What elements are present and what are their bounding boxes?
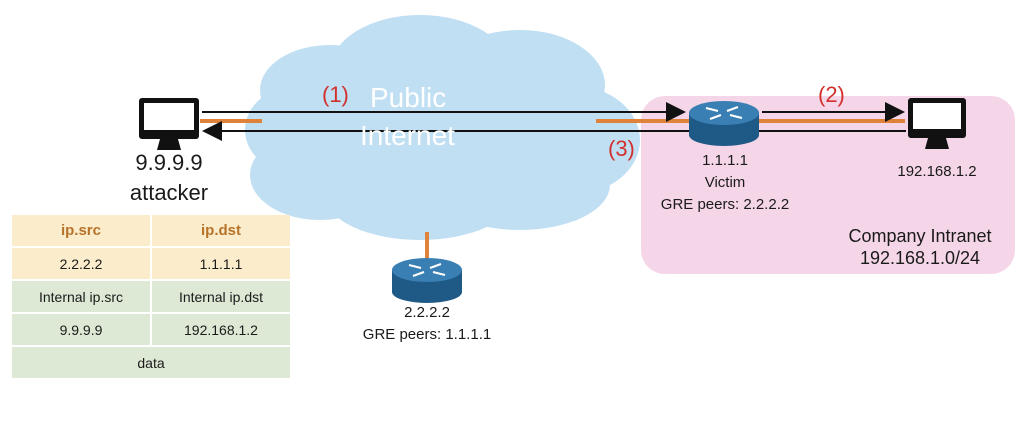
inner-dst-header: Internal ip.dst <box>151 281 290 312</box>
outer-src-value: 2.2.2.2 <box>12 248 150 279</box>
internal-host-ip: 192.168.1.2 <box>897 163 977 180</box>
inner-src-value: 9.9.9.9 <box>12 314 150 345</box>
victim-ip: 1.1.1.1 <box>702 152 748 169</box>
packet-structure-table: ip.src ip.dst 2.2.2.2 1.1.1.1 Internal i… <box>10 213 292 380</box>
victim-role: Victim <box>704 174 746 191</box>
internal-host-computer-icon <box>908 98 966 149</box>
intranet-subnet: 192.168.1.0/24 <box>859 248 981 268</box>
victim-router-icon <box>689 101 759 146</box>
step-3-label: (3) <box>608 136 635 161</box>
inner-values-row: 9.9.9.9 192.168.1.2 <box>12 314 290 345</box>
flow-arrows <box>202 102 906 141</box>
inner-header-row: Internal ip.src Internal ip.dst <box>12 281 290 312</box>
payload-row: data <box>12 347 290 378</box>
intranet-name: Company Intranet <box>848 226 992 246</box>
step-2-label: (2) <box>818 82 845 107</box>
payload-cell: data <box>12 347 290 378</box>
peer-router-gre-peers: GRE peers: 1.1.1.1 <box>362 326 492 343</box>
inner-src-header: Internal ip.src <box>12 281 150 312</box>
outer-header-row: ip.src ip.dst <box>12 215 290 246</box>
peer-router-ip: 2.2.2.2 <box>404 304 450 321</box>
attacker-computer-icon <box>139 98 199 150</box>
step-1-label: (1) <box>322 82 349 107</box>
attacker-ip: 9.9.9.9 <box>135 150 203 175</box>
cloud-label-line2: Internet <box>360 120 455 151</box>
outer-values-row: 2.2.2.2 1.1.1.1 <box>12 248 290 279</box>
outer-src-header: ip.src <box>12 215 150 246</box>
victim-gre-peers: GRE peers: 2.2.2.2 <box>660 196 790 213</box>
inner-dst-value: 192.168.1.2 <box>151 314 290 345</box>
peer-router-icon <box>392 258 462 303</box>
outer-dst-value: 1.1.1.1 <box>151 248 290 279</box>
cloud-label-line1: Public <box>370 82 447 113</box>
attacker-role: attacker <box>129 180 209 205</box>
outer-dst-header: ip.dst <box>151 215 290 246</box>
